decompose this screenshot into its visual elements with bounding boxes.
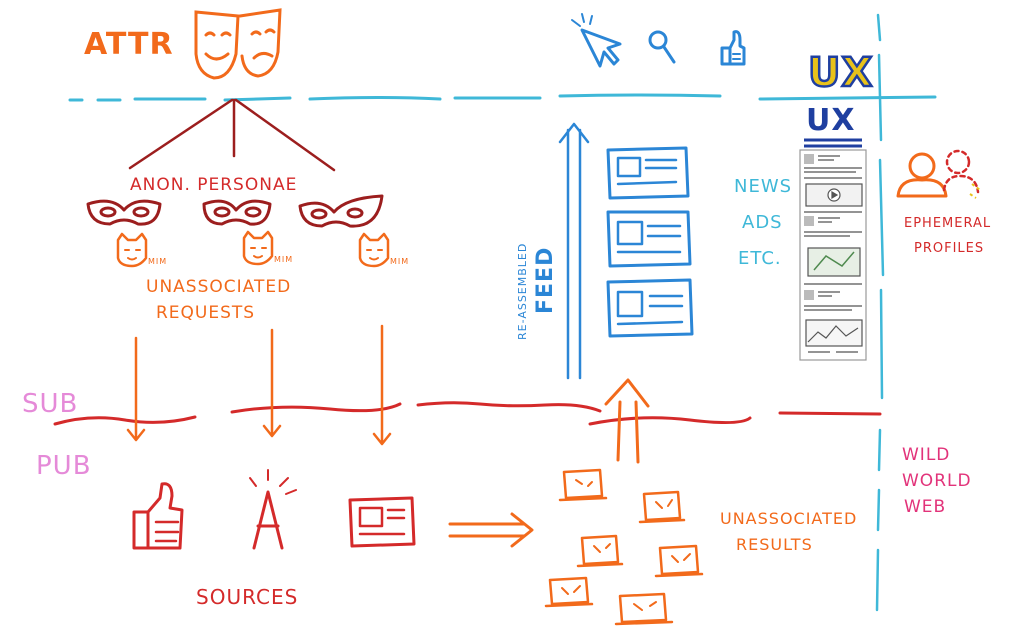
cursor-icon <box>571 13 622 68</box>
unassociated-results-label-line1: UNASSOCIATED <box>720 509 857 528</box>
thumbs-up-icon <box>720 30 746 66</box>
people-icon <box>896 152 948 198</box>
people-icon-dashed <box>942 149 980 194</box>
request-arrows <box>126 324 392 446</box>
people-icon-accent <box>969 183 981 199</box>
eye-mask-icon <box>202 199 272 226</box>
article-a-icon <box>249 469 297 550</box>
ux-panel-label: UX <box>806 103 856 138</box>
laptop-icon <box>544 576 594 608</box>
laptop-icon <box>576 534 624 568</box>
ephemeral-label-line1: EPHEMERAL <box>904 216 991 231</box>
laptop-icon <box>638 490 686 524</box>
ux-panel-underline <box>804 138 862 148</box>
double-arrow-to-results <box>448 512 534 548</box>
ux-phone-feed <box>799 149 867 361</box>
world-label: WORLD <box>902 471 972 491</box>
eye-mask-icon <box>298 194 384 228</box>
cat-face-icon <box>242 230 274 266</box>
feed-up-arrow <box>558 122 590 380</box>
etc-label: ETC. <box>738 248 782 269</box>
sub-label: SUB <box>22 389 78 419</box>
article-icon <box>348 496 416 548</box>
attr-branch-lines <box>128 98 336 172</box>
laptop-icon <box>654 544 704 578</box>
feed-article-card <box>606 210 692 268</box>
ads-label: ADS <box>742 212 783 233</box>
web-label: WEB <box>904 497 946 517</box>
wild-label: WILD <box>902 445 950 465</box>
re-assembled-label: RE-ASSEMBLED <box>516 243 529 340</box>
ephemeral-label-line2: PROFILES <box>914 241 984 256</box>
magnifier-icon <box>648 30 676 64</box>
drama-masks-icon <box>194 8 282 80</box>
thumbs-up-icon <box>132 482 184 550</box>
news-label: NEWS <box>734 176 792 197</box>
cat-face-icon <box>358 232 390 268</box>
mim-label: MIM <box>148 257 167 266</box>
feed-article-card <box>606 146 690 200</box>
attr-label: ATTR <box>84 27 174 62</box>
unassociated-requests-label-line2: REQUESTS <box>156 303 255 323</box>
feed-article-card <box>606 278 694 338</box>
unassociated-requests-label-line1: UNASSOCIATED <box>146 277 291 297</box>
mim-label: MIM <box>390 257 409 266</box>
top-divider-line <box>68 93 937 102</box>
cat-face-icon <box>116 232 148 268</box>
laptop-icon <box>558 468 608 502</box>
anon-personae-label: ANON. PERSONAE <box>130 175 297 195</box>
sub-pub-divider-line <box>53 401 882 426</box>
eye-mask-icon <box>86 199 162 226</box>
results-up-arrows <box>604 378 650 464</box>
feed-label: FEED <box>533 247 558 314</box>
unassociated-results-label-line2: RESULTS <box>736 535 813 554</box>
mim-label: MIM <box>274 255 293 264</box>
sources-label: SOURCES <box>196 585 298 609</box>
pub-label: PUB <box>36 451 92 481</box>
vertical-divider-line <box>875 13 885 612</box>
laptop-icon <box>614 592 674 626</box>
ux-top-label: UX <box>808 50 873 96</box>
